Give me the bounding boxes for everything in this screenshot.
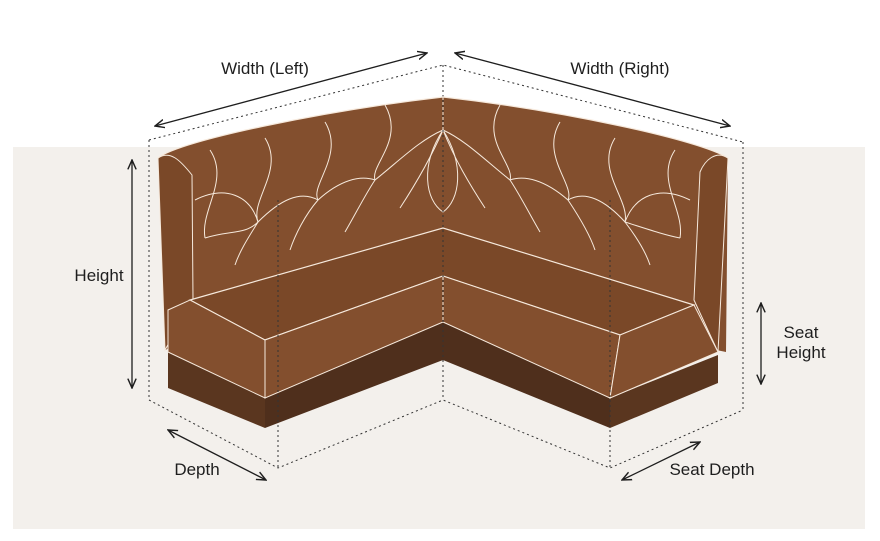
width-right-label: Width (Right) — [570, 59, 670, 78]
depth-arrow — [168, 430, 266, 480]
seat-height-label-line1: Seat — [783, 323, 819, 342]
seat-height-label: Seat Height — [768, 323, 834, 363]
depth-label: Depth — [174, 460, 220, 479]
bounding-box-front — [148, 100, 744, 469]
seat-depth-arrow — [622, 442, 700, 480]
width-left-arrow — [155, 53, 427, 126]
seat-height-label-line2: Height — [776, 343, 826, 362]
sofa-seat — [167, 227, 719, 399]
width-right-arrow — [455, 53, 730, 126]
dimension-arrows — [132, 53, 761, 480]
height-label: Height — [74, 266, 124, 285]
seat-depth-label: Seat Depth — [669, 460, 755, 479]
width-left-label: Width (Left) — [221, 59, 309, 78]
